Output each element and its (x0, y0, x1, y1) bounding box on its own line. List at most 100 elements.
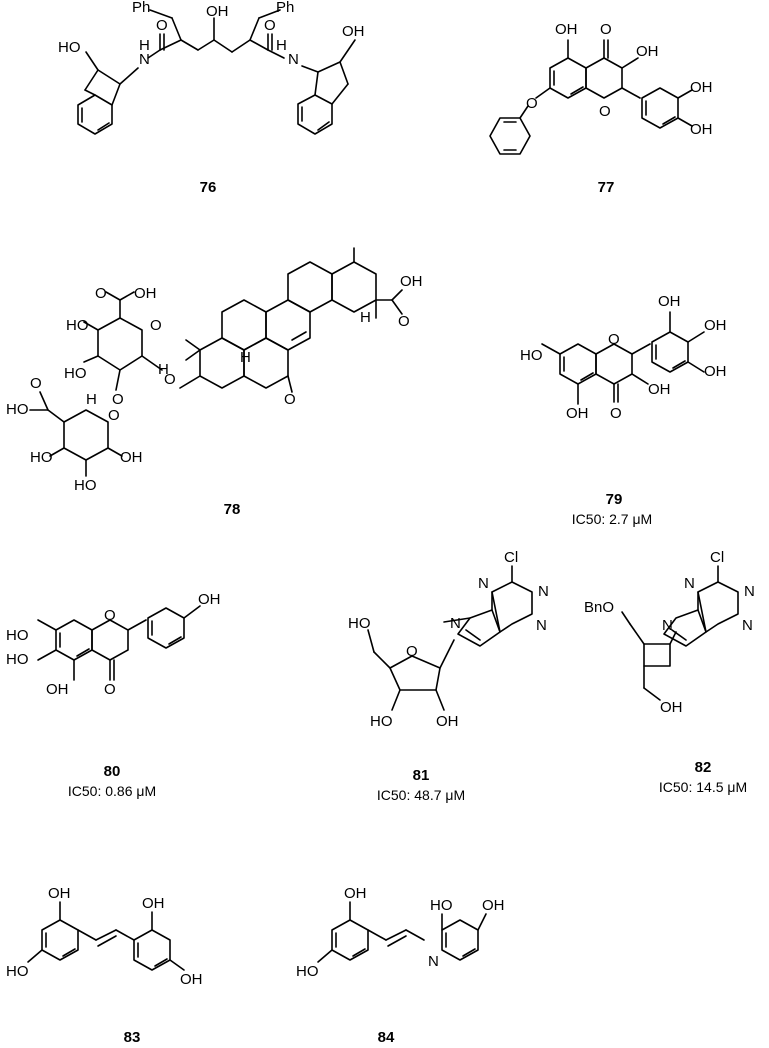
atom-purine-nitrogen-label: N (450, 615, 461, 632)
atom-hydroxyl-label: OH (206, 3, 229, 20)
atom-glycoside-oxygen-label: O (164, 371, 176, 388)
atom-chlorine-label: Cl (504, 549, 518, 566)
atom-ring-hydrogen-label: H (240, 349, 251, 366)
compound-label-84: 84 (378, 1029, 395, 1046)
atom-hydroxyl-label: OH (690, 121, 713, 138)
atom-hydroxyl-label: HO (66, 317, 89, 334)
atom-hydroxyl-label: OH (134, 285, 157, 302)
atom-ring-oxygen-label: O (104, 607, 116, 624)
atom-hydroxyl-label: OH (690, 79, 713, 96)
atom-carbonyl-oxygen-label: O (610, 405, 622, 422)
atom-carbonyl-oxygen-label: O (600, 21, 612, 38)
ic50-value-81: IC50: 48.7 μM (377, 787, 465, 803)
atom-hydroxyl-label: OH (342, 23, 365, 40)
atom-pyridine-nitrogen-label: N (428, 953, 439, 970)
ic50-value-82: IC50: 14.5 μM (659, 779, 747, 795)
atom-hydroxyl-label: OH (704, 317, 727, 334)
atom-acid-hydroxyl-label: OH (400, 273, 423, 290)
compound-80-structure: HO HO OH O O OH (6, 591, 221, 698)
atom-hydroxyl-label: OH (555, 21, 578, 38)
atom-hydroxyl-label: OH (48, 885, 71, 902)
ic50-value-79: IC50: 2.7 μM (572, 511, 652, 527)
atom-purine-nitrogen-label: N (662, 617, 673, 634)
atom-hydroxyl-label: HO (64, 365, 87, 382)
atom-phenyl-label: Ph (276, 0, 294, 16)
atom-carbonyl-oxygen-label: O (264, 17, 276, 34)
atom-chlorine-label: Cl (710, 549, 724, 566)
atom-hydroxyl-label: HO (6, 401, 29, 418)
atom-phenyl-label: Ph (132, 0, 150, 16)
compound-label-80: 80 (104, 763, 121, 780)
compound-82-structure: N N N N Cl BnO OH (584, 549, 755, 716)
compound-83-structure: OH HO OH OH (6, 885, 203, 988)
compound-81-structure: N N N N Cl O HO HO OH (348, 549, 549, 730)
atom-hydroxyl-label: OH (180, 971, 203, 988)
atom-glycoside-hydrogen-label: H (158, 361, 169, 378)
atom-ring-oxygen-label: O (608, 331, 620, 348)
atom-glycoside-hydrogen-label: H (86, 391, 97, 408)
compound-label-81: 81 (413, 767, 430, 784)
compound-label-77: 77 (598, 179, 615, 196)
compound-76-structure: HO N H O Ph OH O Ph N H OH (58, 0, 365, 135)
compound-84-structure: OH HO HO OH N (296, 885, 505, 980)
atom-purine-nitrogen-label: N (538, 583, 549, 600)
atom-hydroxyl-label: HO (348, 615, 371, 632)
atom-carbonyl-oxygen-label: O (398, 313, 410, 330)
atom-purine-nitrogen-label: N (536, 617, 547, 634)
compound-label-79: 79 (606, 491, 623, 508)
atom-ketone-oxygen-label: O (284, 391, 296, 408)
atom-purine-nitrogen-label: N (742, 617, 753, 634)
atom-amide-hydrogen-label: H (139, 37, 150, 54)
compound-label-76: 76 (200, 179, 217, 196)
atom-hydroxyl-label: OH (142, 895, 165, 912)
atom-hydroxyl-label: HO (296, 963, 319, 980)
atom-hydroxyl-label: OH (648, 381, 671, 398)
atom-hydroxyl-label: OH (46, 681, 69, 698)
compound-label-78: 78 (224, 501, 241, 518)
ic50-value-80: IC50: 0.86 μM (68, 783, 156, 799)
atom-carbonyl-oxygen-label: O (30, 375, 42, 392)
compound-77-structure: OH O OH O OH OH O (489, 21, 713, 155)
atom-hydroxyl-label: OH (198, 591, 221, 608)
atom-hydroxyl-label: HO (74, 477, 97, 494)
compound-78-structure: O OH HO HO O H O O H O HO O HO OH HO O H… (6, 247, 423, 494)
atom-ether-oxygen-label: O (526, 95, 538, 112)
compound-label-82: 82 (695, 759, 712, 776)
atom-hydroxyl-label: OH (658, 293, 681, 310)
atom-amide-hydrogen-label: H (276, 37, 287, 54)
atom-glycoside-oxygen-label: O (112, 391, 124, 408)
atom-carbonyl-oxygen-label: O (104, 681, 116, 698)
atom-hydroxyl-label: HO (6, 963, 29, 980)
atom-hydroxyl-label: HO (30, 449, 53, 466)
atom-hydroxyl-label: HO (520, 347, 543, 364)
compound-79-structure: HO O O OH OH OH OH OH (520, 293, 727, 422)
atom-ring-hydrogen-label: H (360, 309, 371, 326)
atom-hydroxyl-label: OH (660, 699, 683, 716)
atom-purine-nitrogen-label: N (478, 575, 489, 592)
atom-purine-nitrogen-label: N (744, 583, 755, 600)
atom-hydroxyl-label: OH (566, 405, 589, 422)
atom-hydroxyl-label: OH (436, 713, 459, 730)
atom-benzyloxy-label: BnO (584, 599, 614, 616)
atom-hydroxyl-label: OH (704, 363, 727, 380)
compound-label-83: 83 (124, 1029, 141, 1046)
atom-amide-nitrogen-label: N (288, 51, 299, 68)
atom-hydroxyl-label: OH (120, 449, 143, 466)
atom-hydroxyl-label: HO (6, 651, 29, 668)
atom-hydroxyl-label: HO (430, 897, 453, 914)
atom-purine-nitrogen-label: N (684, 575, 695, 592)
atom-carbonyl-oxygen-label: O (95, 285, 107, 302)
atom-hydroxyl-label: HO (58, 39, 81, 56)
atom-hydroxyl-label: HO (370, 713, 393, 730)
atom-ring-oxygen-label: O (150, 317, 162, 334)
atom-hydroxyl-label: HO (6, 627, 29, 644)
atom-hydroxyl-label: OH (344, 885, 367, 902)
atom-hydroxyl-label: OH (482, 897, 505, 914)
atom-carbonyl-oxygen-label: O (156, 17, 168, 34)
atom-ring-oxygen-label: O (108, 407, 120, 424)
atom-ring-oxygen-label: O (599, 103, 611, 120)
atom-ring-oxygen-label: O (406, 643, 418, 660)
atom-amide-nitrogen-label: N (139, 51, 150, 68)
atom-hydroxyl-label: OH (636, 43, 659, 60)
